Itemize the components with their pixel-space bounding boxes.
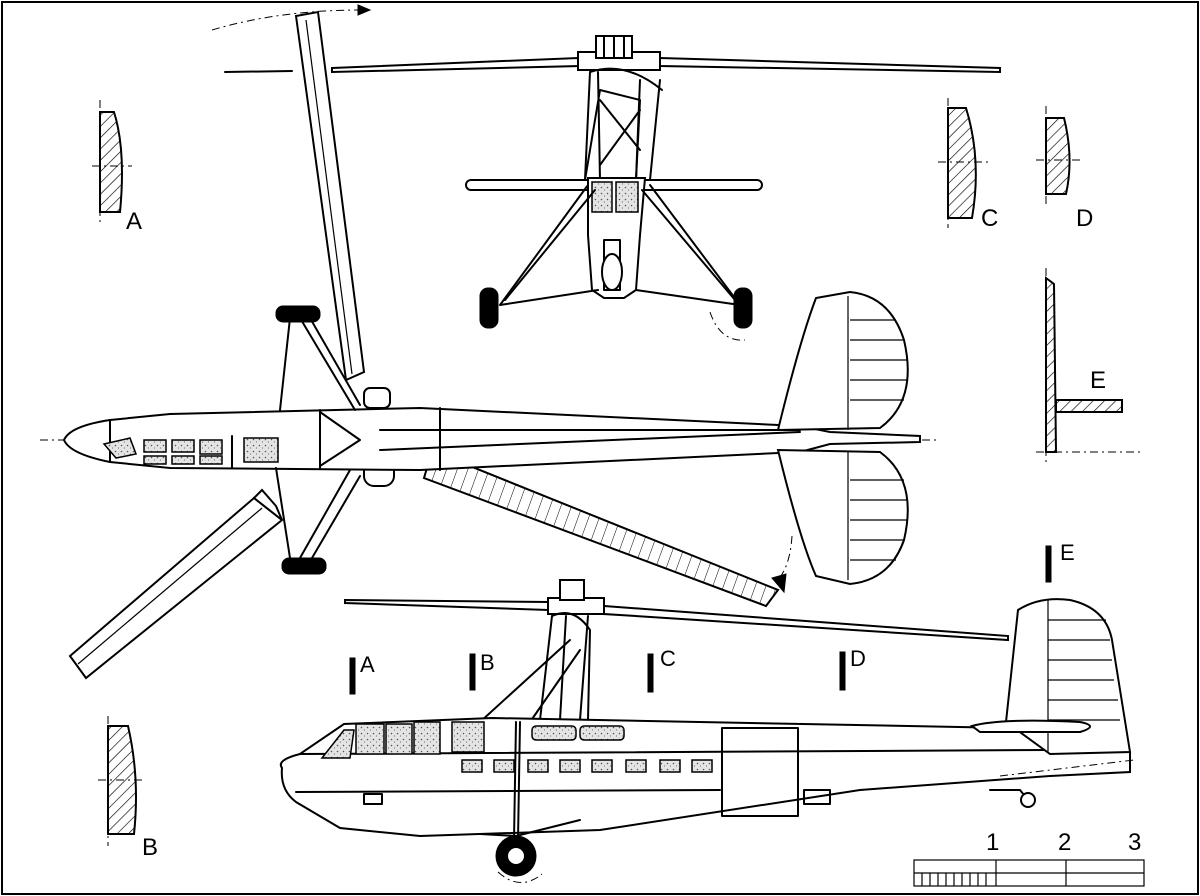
side-fuselage (279, 716, 1131, 838)
station-label-c: C (660, 646, 676, 671)
scale-bar: 1 2 3 (913, 829, 1145, 887)
scale-label-1: 1 (986, 829, 999, 856)
section-label-d: D (1076, 205, 1093, 232)
front-wheel-right (733, 287, 753, 329)
station-label-b: B (480, 650, 495, 675)
side-rotor-blade-right (603, 604, 1009, 642)
section-profile-b: B (98, 716, 158, 861)
front-view (211, 4, 1001, 341)
front-rotor-blade-right (659, 56, 1001, 74)
tail-wheel (1020, 792, 1036, 808)
side-view (279, 579, 1135, 883)
station-markers: A B C D E (349, 540, 1075, 695)
front-rotor-blade-left (331, 56, 582, 74)
plan-rotor-blade-right (422, 452, 780, 608)
plan-tailplane-lower (776, 448, 909, 586)
scale-label-2: 2 (1058, 829, 1071, 856)
station-marker-e (1045, 545, 1052, 583)
plan-tailplane-upper (776, 290, 909, 432)
station-marker-b (469, 653, 476, 691)
side-rotor-blade-left (344, 598, 549, 612)
station-marker-d (839, 651, 846, 691)
plan-rotor-blade-upper (294, 10, 366, 382)
section-profile-e: E (1036, 268, 1140, 462)
front-wheel-left (479, 287, 499, 329)
section-label-a: A (126, 208, 142, 235)
plan-view (40, 10, 940, 680)
station-marker-c (647, 653, 654, 693)
section-profile-a: A (92, 100, 142, 235)
section-profile-c: C (938, 98, 998, 232)
plan-wheel-lower (281, 557, 327, 575)
side-tailplane (969, 719, 1091, 733)
section-label-c: C (981, 205, 998, 232)
section-label-e: E (1090, 367, 1106, 394)
station-label-a: A (360, 652, 375, 677)
section-label-b: B (142, 834, 158, 861)
plan-wheel-upper (275, 305, 321, 323)
side-fin (1004, 598, 1132, 756)
section-profile-d: D (1036, 106, 1093, 232)
station-label-d: D (850, 646, 866, 671)
station-marker-a (349, 657, 356, 695)
plan-rotor-blade-left (68, 496, 284, 680)
station-label-e: E (1060, 540, 1075, 565)
scale-label-3: 3 (1128, 829, 1141, 856)
